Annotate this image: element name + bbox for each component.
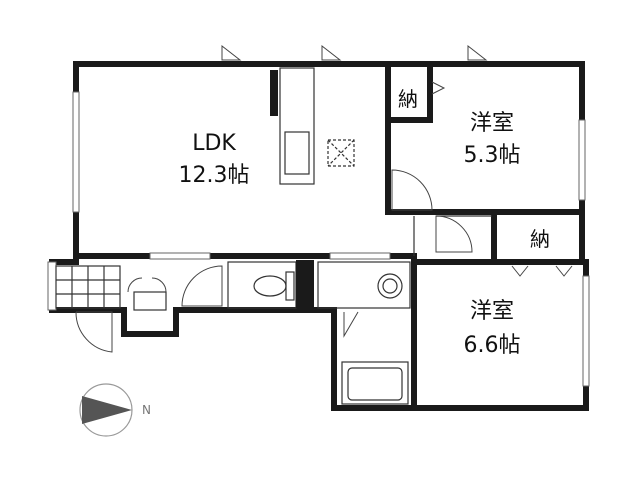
doors [127,81,573,338]
entrance [55,265,167,353]
washroom [317,261,411,309]
toilet [227,260,314,309]
western1-name: 洋室 [470,111,514,136]
storage-walls [385,61,492,256]
compass-label: N [142,403,151,417]
kitchen-counter [270,67,355,185]
bathroom [341,361,409,405]
western1-size: 5.3帖 [464,143,521,168]
exterior-door-markers [221,44,488,61]
western2-size: 6.6帖 [464,333,521,358]
western2-name: 洋室 [470,299,514,324]
storage1-label: 納 [398,87,418,111]
storage2-label: 納 [530,227,550,251]
compass-arrow-icon [82,396,132,424]
windows [47,91,590,387]
compass: N [79,383,151,437]
ldk-name: LDK [192,131,236,156]
ldk-size: 12.3帖 [179,163,250,188]
